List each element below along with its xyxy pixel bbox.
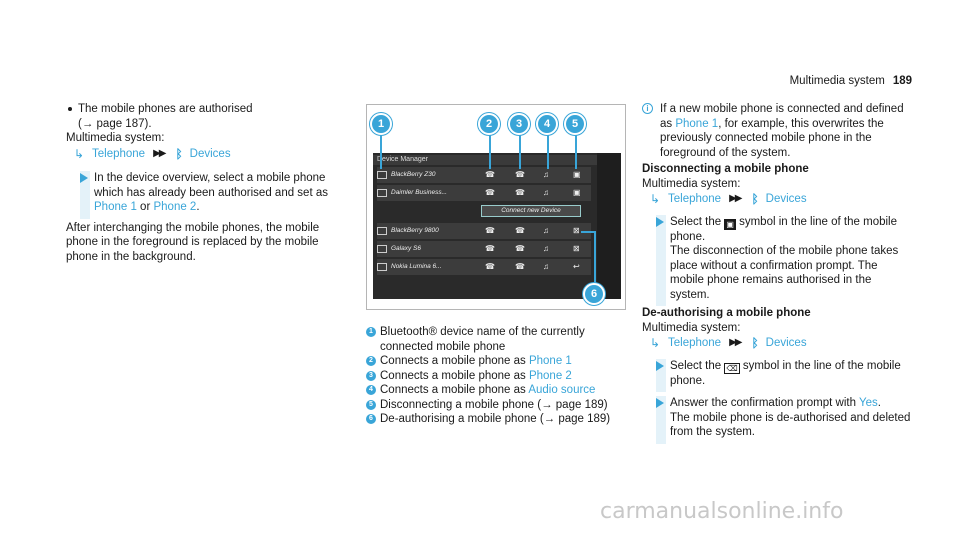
page-header: Multimedia system 189 bbox=[790, 74, 912, 89]
callout-6: 6 bbox=[583, 283, 605, 305]
system-label: Multimedia system: bbox=[642, 321, 741, 334]
legend-item-3: 3 Connects a mobile phone as Phone 2 bbox=[366, 369, 630, 384]
system-label: Multimedia system: bbox=[642, 177, 741, 190]
interchange-paragraph: After interchanging the mobile phones, t… bbox=[66, 221, 320, 263]
watermark: carmanualsonline.info bbox=[600, 499, 844, 524]
legend-item-4: 4 Connects a mobile phone as Audio sourc… bbox=[366, 383, 630, 398]
column-1: The mobile phones are authorised (→ page… bbox=[66, 102, 348, 264]
device-row[interactable]: BlackBerry Z30 ☎ ☎ ♫ ▣ bbox=[377, 167, 591, 183]
phone1-icon[interactable]: ☎ bbox=[485, 188, 495, 197]
callout-5: 5 bbox=[564, 113, 586, 135]
bluetooth-icon: ᛒ bbox=[175, 146, 183, 161]
link-phone-1[interactable]: Phone 1 bbox=[94, 201, 137, 213]
path-devices[interactable]: Devices bbox=[189, 147, 231, 160]
page-number: 189 bbox=[892, 75, 912, 87]
corner-arrow-icon: ↳ bbox=[650, 192, 661, 206]
heading-disconnect: Disconnecting a mobile phone bbox=[642, 163, 809, 175]
phone1-icon[interactable]: ☎ bbox=[485, 244, 495, 253]
step-arrow-icon bbox=[656, 216, 664, 227]
path-devices[interactable]: Devices bbox=[765, 193, 807, 205]
figure-legend: 1 Bluetooth® device name of the currentl… bbox=[366, 325, 630, 427]
phone-icon bbox=[377, 245, 387, 253]
phone-icon bbox=[377, 189, 387, 197]
bluetooth-icon: ᛒ bbox=[751, 336, 759, 350]
phone-icon bbox=[377, 171, 387, 179]
double-chevron-icon: ▶▶ bbox=[153, 147, 166, 159]
double-chevron-icon: ▶▶ bbox=[729, 337, 742, 348]
menu-path: ↳ Telephone ▶▶ ᛒ Devices bbox=[642, 192, 914, 207]
step-arrow-icon bbox=[656, 398, 664, 408]
audio-source-icon[interactable]: ♫ bbox=[543, 262, 549, 271]
path-devices[interactable]: Devices bbox=[765, 337, 807, 349]
device-row[interactable]: Daimler Business... ☎ ☎ ♫ ▣ bbox=[377, 185, 591, 201]
path-telephone[interactable]: Telephone bbox=[668, 337, 722, 349]
callout-2: 2 bbox=[478, 113, 500, 135]
side-menu bbox=[597, 153, 621, 299]
path-telephone[interactable]: Telephone bbox=[92, 147, 146, 160]
back-icon[interactable]: ↩ bbox=[573, 262, 580, 271]
corner-arrow-icon: ↳ bbox=[650, 336, 661, 350]
step-disconnect: Select the ▣ symbol in the line of the m… bbox=[642, 214, 914, 306]
link-phone-2[interactable]: Phone 2 bbox=[153, 201, 197, 213]
info-icon: i bbox=[642, 103, 653, 114]
phone2-icon[interactable]: ☎ bbox=[515, 226, 525, 235]
phone-icon bbox=[377, 263, 387, 271]
section-title: Multimedia system bbox=[789, 75, 885, 87]
legend-item-5: 5 Disconnecting a mobile phone (→ page 1… bbox=[366, 398, 630, 413]
phone2-icon[interactable]: ☎ bbox=[515, 188, 525, 197]
phone-icon bbox=[377, 227, 387, 235]
link-yes[interactable]: Yes bbox=[858, 397, 878, 409]
step-arrow-icon bbox=[80, 173, 88, 183]
menu-path: ↳ Telephone ▶▶ ᛒ Devices bbox=[66, 147, 348, 162]
double-chevron-icon: ▶▶ bbox=[729, 193, 742, 204]
step-select-phone: In the device overview, select a mobile … bbox=[66, 171, 348, 219]
prerequisite-ref: (→ page 187). bbox=[78, 117, 152, 130]
audio-source-icon[interactable]: ♫ bbox=[543, 244, 549, 253]
deauthorise-icon[interactable]: ⊠ bbox=[573, 226, 580, 235]
device-manager-screen: Device Manager BlackBerry Z30 ☎ ☎ ♫ ▣ Da… bbox=[373, 153, 597, 299]
link-phone-2[interactable]: Phone 2 bbox=[528, 369, 572, 382]
device-manager-title: Device Manager bbox=[373, 155, 597, 165]
disconnect-icon[interactable]: ▣ bbox=[573, 170, 581, 179]
phone1-icon[interactable]: ☎ bbox=[485, 170, 495, 179]
link-phone-1[interactable]: Phone 1 bbox=[528, 355, 572, 367]
phone2-icon[interactable]: ☎ bbox=[515, 244, 525, 253]
prerequisite-bullet: The mobile phones are authorised bbox=[66, 102, 348, 117]
audio-source-icon[interactable]: ♫ bbox=[543, 226, 549, 235]
audio-source-icon[interactable]: ♫ bbox=[543, 188, 549, 197]
legend-item-1: 1 Bluetooth® device name of the currentl… bbox=[366, 325, 630, 354]
device-row[interactable]: BlackBerry 9800 ☎ ☎ ♫ ⊠ bbox=[377, 223, 591, 239]
step-arrow-icon bbox=[656, 360, 664, 371]
audio-source-icon[interactable]: ♫ bbox=[543, 170, 549, 179]
link-audio-source[interactable]: Audio source bbox=[528, 384, 596, 396]
legend-item-6: 6 De-authorising a mobile phone (→ page … bbox=[366, 412, 630, 427]
menu-path: ↳ Telephone ▶▶ ᛒ Devices bbox=[642, 336, 914, 351]
callout-3: 3 bbox=[508, 113, 530, 135]
device-row[interactable]: Nokia Lumina 6... ☎ ☎ ♫ ↩ bbox=[377, 259, 591, 275]
callout-1: 1 bbox=[370, 113, 392, 135]
info-note: i If a new mobile phone is connected and… bbox=[642, 102, 914, 160]
phone2-icon[interactable]: ☎ bbox=[515, 262, 525, 271]
callout-4: 4 bbox=[536, 113, 558, 135]
step-confirm: Answer the confirmation prompt with Yes.… bbox=[642, 396, 914, 444]
connect-new-device-button[interactable]: Connect new Device bbox=[481, 205, 581, 217]
delete-symbol-icon: ⌫ bbox=[724, 362, 740, 374]
column-3: i If a new mobile phone is connected and… bbox=[642, 102, 914, 444]
system-label: Multimedia system: bbox=[66, 132, 165, 144]
heading-deauthorise: De-authorising a mobile phone bbox=[642, 307, 811, 319]
bluetooth-icon: ᛒ bbox=[751, 192, 759, 206]
legend-item-2: 2 Connects a mobile phone as Phone 1 bbox=[366, 354, 630, 369]
device-row[interactable]: Galaxy S6 ☎ ☎ ♫ ⊠ bbox=[377, 241, 591, 257]
step-deauthorise: Select the ⌫ symbol in the line of the m… bbox=[642, 358, 914, 392]
disconnect-symbol-icon: ▣ bbox=[724, 218, 736, 230]
phone1-icon[interactable]: ☎ bbox=[485, 226, 495, 235]
phone1-icon[interactable]: ☎ bbox=[485, 262, 495, 271]
deauthorise-icon[interactable]: ⊠ bbox=[573, 244, 580, 253]
path-telephone[interactable]: Telephone bbox=[668, 193, 722, 205]
corner-arrow-icon: ↳ bbox=[74, 146, 85, 161]
device-manager-figure: Device Manager BlackBerry Z30 ☎ ☎ ♫ ▣ Da… bbox=[366, 104, 626, 310]
disconnect-icon[interactable]: ▣ bbox=[573, 188, 581, 197]
phone2-icon[interactable]: ☎ bbox=[515, 170, 525, 179]
link-phone-1[interactable]: Phone 1 bbox=[675, 117, 719, 130]
